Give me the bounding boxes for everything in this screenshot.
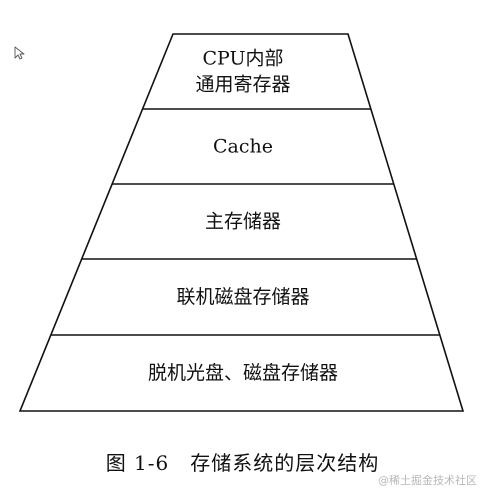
pyramid-outline: [18, 33, 465, 412]
figure-caption: 图 1-6 存储系统的层次结构: [105, 451, 380, 475]
watermark-text: @稀土掘金技术社区: [378, 474, 477, 487]
level-label: CPU内部: [202, 48, 283, 70]
level-label: 通用寄存器: [195, 74, 290, 96]
level-label: 脱机光盘、磁盘存储器: [148, 362, 338, 384]
level-label: 联机磁盘存储器: [176, 286, 309, 308]
arrow-cursor-icon: [14, 46, 25, 60]
level-label: Cache: [213, 136, 273, 158]
level-label: 主存储器: [205, 211, 281, 233]
